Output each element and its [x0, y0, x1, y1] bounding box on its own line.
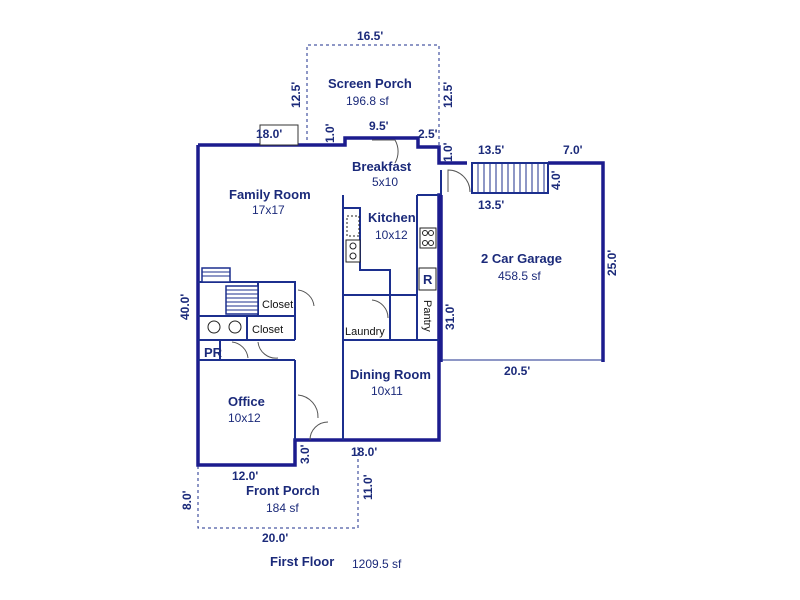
chimney — [259, 124, 299, 146]
doors — [231, 139, 399, 441]
breakfast-size: 5x10 — [372, 175, 398, 189]
dim-dining-bottom: 18.0' — [351, 445, 377, 459]
kitchen-size: 10x12 — [375, 228, 408, 242]
closet-upper-name: Closet — [262, 299, 293, 311]
garage-stairs — [440, 162, 549, 195]
refrigerator-label: R — [423, 272, 433, 287]
dim-front-porch-right: 11.0' — [361, 474, 375, 500]
dim-front-step: 3.0' — [298, 444, 312, 464]
dim-stair-step: 1.0' — [441, 142, 455, 162]
office-name: Office — [228, 394, 265, 409]
family-room-size: 17x17 — [252, 203, 285, 217]
dim-screen-porch-left: 12.5' — [289, 82, 303, 108]
front-porch — [197, 445, 359, 529]
dim-garage-left: 31.0' — [443, 304, 457, 330]
pantry-name: Pantry — [421, 300, 433, 332]
dim-garage-right: 25.0' — [605, 250, 619, 276]
dim-breakfast-width: 9.5' — [369, 119, 389, 133]
dimension-labels: 16.5' 12.5' 12.5' 18.0' 1.0' 9.5' 2.5' 1… — [178, 29, 619, 545]
powder-room-name: PR — [204, 345, 223, 360]
breakfast-name: Breakfast — [352, 159, 412, 174]
dim-stair-top: 13.5' — [478, 143, 504, 157]
dim-breakfast-step: 1.0' — [323, 123, 337, 143]
floor-footer: First Floor 1209.5 sf — [270, 554, 402, 571]
front-porch-name: Front Porch — [246, 483, 320, 498]
dim-front-porch-width: 20.0' — [262, 531, 288, 545]
closet-lower-name: Closet — [252, 324, 283, 336]
dim-garage-top: 7.0' — [563, 143, 583, 157]
dining-room-name: Dining Room — [350, 367, 431, 382]
dim-garage-bottom: 20.5' — [504, 364, 530, 378]
garage-size: 458.5 sf — [498, 269, 541, 283]
screen-porch-name: Screen Porch — [328, 76, 412, 91]
interior-walls — [198, 194, 439, 440]
dim-screen-porch-right: 12.5' — [441, 82, 455, 108]
dim-stair-bottom: 13.5' — [478, 198, 504, 212]
dim-stair-depth: 4.0' — [549, 170, 563, 190]
dim-screen-porch-width: 16.5' — [357, 29, 383, 43]
office-size: 10x12 — [228, 411, 261, 425]
front-porch-size: 184 sf — [266, 501, 299, 515]
screen-porch-size: 196.8 sf — [346, 94, 389, 108]
powder-room-fixtures — [207, 320, 242, 334]
dim-office-bottom: 12.0' — [232, 469, 258, 483]
floor-area: 1209.5 sf — [352, 557, 402, 571]
dim-front-porch-left: 8.0' — [180, 490, 194, 510]
laundry-name: Laundry — [345, 326, 385, 338]
dining-room-size: 10x11 — [371, 384, 403, 398]
room-labels: Screen Porch 196.8 sf Breakfast 5x10 Fam… — [204, 76, 562, 515]
kitchen-fixtures — [345, 215, 437, 291]
floor-title: First Floor — [270, 554, 334, 569]
dim-breakfast-right: 2.5' — [418, 127, 438, 141]
garage-name: 2 Car Garage — [481, 251, 562, 266]
dim-family-top: 18.0' — [256, 127, 282, 141]
dim-house-left: 40.0' — [178, 294, 192, 320]
kitchen-name: Kitchen — [368, 210, 416, 225]
family-room-name: Family Room — [229, 187, 311, 202]
